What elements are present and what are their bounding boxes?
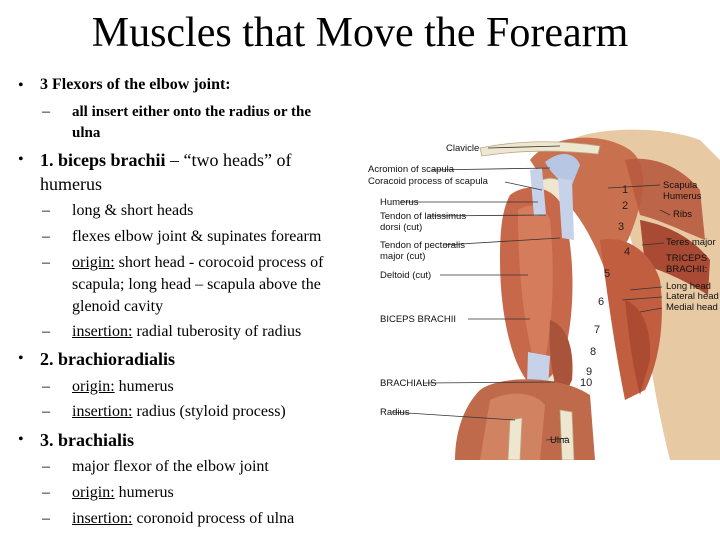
insertion-text: coronoid process of ulna <box>132 510 295 527</box>
bullet-elbow-flexors: 3 Flexors of the elbow joint: <box>40 76 231 93</box>
sub-brachioradialis-insertion: insertion: radius (styloid process) <box>72 401 286 423</box>
sub-biceps-heads: long & short heads <box>72 202 194 219</box>
sub-insert-line1: all insert either onto the radius or the <box>72 104 312 120</box>
bullet-glyph: • <box>18 77 24 94</box>
dash-glyph: – <box>42 458 50 475</box>
biceps-desc: – “two heads” of <box>165 150 292 170</box>
biceps-name: 1. biceps brachii <box>40 150 166 170</box>
label-teres-major: Teres major <box>666 237 716 248</box>
label-pectoralis-line2: major (cut) <box>380 251 426 262</box>
label-humerus-right: Humerus <box>663 191 702 202</box>
rib-number-10: 10 <box>580 377 593 389</box>
label-radius: Radius <box>380 407 410 418</box>
rib-number-9: 9 <box>586 366 593 378</box>
sub-biceps-action: flexes elbow joint & supinates forearm <box>72 228 322 245</box>
label-medial-head: Medial head <box>666 302 718 313</box>
rib-number-5: 5 <box>604 268 611 280</box>
rib-number-6: 6 <box>598 296 605 308</box>
label-deltoid: Deltoid (cut) <box>380 270 432 281</box>
dash-glyph: – <box>42 484 50 501</box>
dash-glyph: – <box>42 510 50 527</box>
bullet-glyph: • <box>18 431 24 448</box>
bullet-brachioradialis: 2. brachioradialis <box>40 349 176 369</box>
label-ulna: Ulna <box>550 435 570 446</box>
origin-label: origin: <box>72 378 115 395</box>
sub-brachialis-origin: origin: humerus <box>72 482 174 504</box>
label-ribs: Ribs <box>673 209 693 220</box>
label-long-head: Long head <box>666 281 711 292</box>
label-triceps-line1: TRICEPS <box>666 253 708 264</box>
bullet-glyph: • <box>18 350 24 367</box>
insertion-text: radius (styloid process) <box>132 403 286 420</box>
bullet-glyph: • <box>18 151 24 168</box>
bullet-biceps-line2: humerus <box>40 174 102 194</box>
label-lateral-head: Lateral head <box>666 291 719 302</box>
slide-title: Muscles that Move the Forearm <box>91 10 629 56</box>
sub-biceps-origin: origin: short head - corocoid process of <box>72 252 324 274</box>
dash-glyph: – <box>42 202 50 219</box>
insertion-label: insertion: <box>72 403 133 420</box>
label-biceps: BICEPS BRACHII <box>380 314 457 325</box>
label-latissimus-line2: dorsi (cut) <box>380 222 423 233</box>
rib-number-7: 7 <box>594 324 601 336</box>
rib-number-2: 2 <box>622 200 629 212</box>
label-humerus: Humerus <box>380 197 419 208</box>
origin-label: origin: <box>72 254 115 271</box>
dash-glyph: – <box>42 254 50 271</box>
label-latissimus-line1: Tendon of latissimus <box>380 211 467 222</box>
dash-glyph: – <box>42 323 50 340</box>
insertion-text: radial tuberosity of radius <box>132 323 302 340</box>
rib-number-8: 8 <box>590 346 597 358</box>
label-scapula: Scapula <box>663 180 698 191</box>
sub-brachioradialis-origin: origin: humerus <box>72 376 174 398</box>
dash-glyph: – <box>42 228 50 245</box>
rib-number-3: 3 <box>618 221 625 233</box>
dash-glyph: – <box>42 378 50 395</box>
sub-biceps-origin-line2: scapula; long head – scapula above the <box>72 276 321 293</box>
label-coracoid: Coracoid process of scapula <box>368 176 488 187</box>
sub-brachialis-action: major flexor of the elbow joint <box>72 458 269 475</box>
origin-text: short head - corocoid process of <box>114 254 324 271</box>
origin-text: humerus <box>114 484 174 501</box>
origin-text: humerus <box>114 378 174 395</box>
bullet-biceps-line1: 1. biceps brachii – “two heads” of <box>40 148 291 172</box>
insertion-label: insertion: <box>72 510 133 527</box>
label-brachialis: BRACHIALIS <box>380 378 437 389</box>
arm-anatomy-illustration <box>391 129 720 461</box>
sub-biceps-origin-line3: glenoid cavity <box>72 298 164 315</box>
bullet-brachialis: 3. brachialis <box>40 430 135 450</box>
sub-brachialis-insertion: insertion: coronoid process of ulna <box>72 508 294 530</box>
label-triceps-line2: BRACHII: <box>666 264 708 275</box>
arm-anatomy-figure: Clavicle Acromion of scapula Coracoid pr… <box>360 120 720 461</box>
insertion-label: insertion: <box>72 323 133 340</box>
label-acromion: Acromion of scapula <box>368 164 455 175</box>
origin-label: origin: <box>72 484 115 501</box>
label-pectoralis-line1: Tendon of pectoralis <box>380 240 466 251</box>
rib-number-1: 1 <box>622 184 629 196</box>
dash-glyph: – <box>42 103 50 120</box>
dash-glyph: – <box>42 403 50 420</box>
sub-insert-line2: ulna <box>72 125 101 141</box>
sub-biceps-insertion: insertion: radial tuberosity of radius <box>72 321 301 343</box>
rib-number-4: 4 <box>624 246 631 258</box>
label-clavicle: Clavicle <box>446 143 480 154</box>
